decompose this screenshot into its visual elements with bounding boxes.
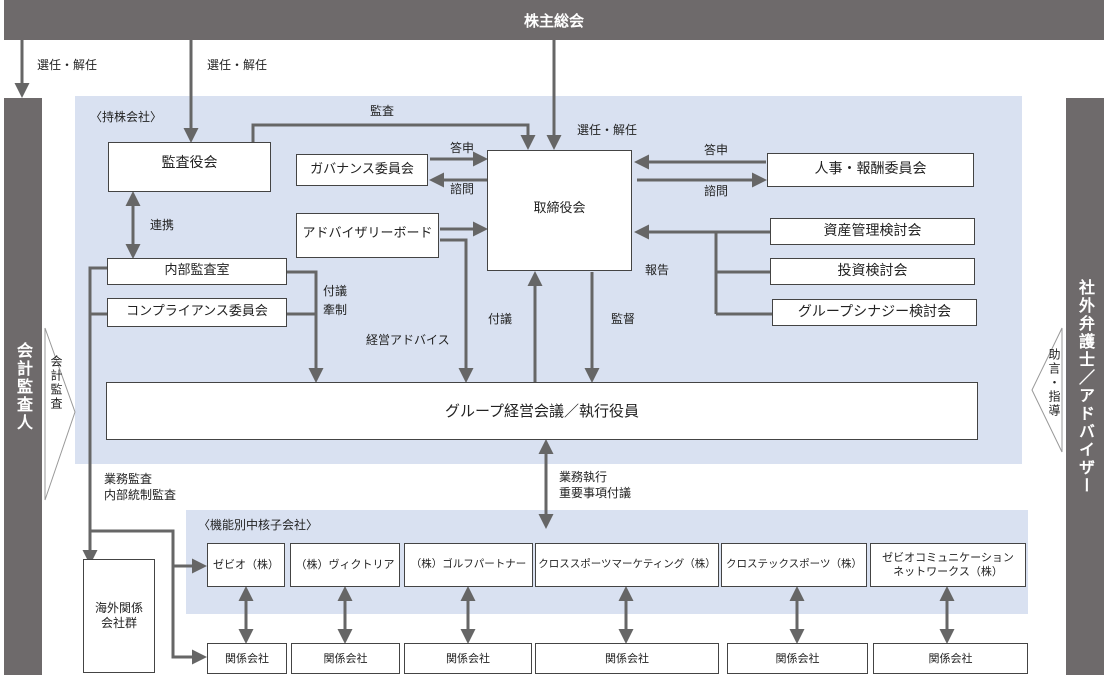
report-answer-label: 答申 xyxy=(450,141,475,155)
compliance-committee-box: コンプライアンス委員会 xyxy=(107,298,287,327)
group-management-box: グループ経営会議／執行役員 xyxy=(106,382,978,440)
submission-label: 付議 xyxy=(488,312,513,326)
affiliate-box: 関係会社 xyxy=(404,643,532,674)
board-of-directors-box: 取締役会 xyxy=(487,150,632,271)
elect-dismiss-label: 選任・解任 xyxy=(37,58,98,72)
governance-committee-box: ガバナンス委員会 xyxy=(296,154,428,186)
auditor-label: 会計監査人 xyxy=(14,341,33,432)
right-band: 社外弁護士／アドバイザー xyxy=(1066,98,1104,675)
lawyer-advisor-label: 社外弁護士／アドバイザー xyxy=(1076,278,1095,495)
affiliate-box: 関係会社 xyxy=(535,643,719,674)
consultation-label: 諮問 xyxy=(450,182,475,196)
overseas-affiliates-box: 海外関係 会社群 xyxy=(83,559,155,673)
consultation-label: 諮問 xyxy=(704,184,729,198)
investment-review-box: 投資検討会 xyxy=(770,258,975,285)
cooperation-label: 連携 xyxy=(150,218,175,232)
personnel-committee-box: 人事・報酬委員会 xyxy=(767,153,974,187)
left-band: 会計監査人 xyxy=(4,98,42,675)
holding-company-label: 〈持株会社〉 xyxy=(90,110,163,124)
elect-dismiss-label: 選任・解任 xyxy=(577,123,638,137)
core-subsidiaries-label: 〈機能別中核子会社〉 xyxy=(198,518,319,532)
asset-management-box: 資産管理検討会 xyxy=(770,218,975,245)
report-answer-label: 答申 xyxy=(704,143,729,157)
shareholders-meeting-label: 株主総会 xyxy=(523,11,584,30)
report-label: 報告 xyxy=(645,263,670,277)
group-synergy-box: グループシナジー検討会 xyxy=(772,299,977,326)
audit-board-box: 監査役会 xyxy=(108,142,271,192)
subsidiary-box: クロステックスポーツ（株） xyxy=(721,543,867,587)
subsidiary-box: （株）ゴルフパートナー xyxy=(404,543,533,587)
subsidiary-box: ゼビオコミュニケーション ネットワークス（株） xyxy=(870,543,1026,587)
internal-audit-box: 内部監査室 xyxy=(107,258,287,285)
supervision-label: 監督 xyxy=(611,312,636,326)
advice-guidance-label: 助言・指導 xyxy=(1047,348,1061,418)
top-band: 株主総会 xyxy=(4,0,1104,40)
subsidiary-box: （株）ヴィクトリア xyxy=(290,543,400,587)
affiliate-box: 関係会社 xyxy=(207,643,287,674)
business-audit-label: 業務監査 内部統制監査 xyxy=(104,472,177,502)
elect-dismiss-label: 選任・解任 xyxy=(207,58,268,72)
subsidiary-box: クロススポーツマーケティング（株） xyxy=(535,543,719,587)
accounting-audit-label: 会計監査 xyxy=(49,355,63,411)
business-execution-label: 業務執行 重要事項付議 xyxy=(559,470,632,500)
affiliate-box: 関係会社 xyxy=(873,643,1028,674)
affiliate-box: 関係会社 xyxy=(727,643,868,674)
management-advice-label: 経営アドバイス xyxy=(366,333,450,347)
affiliate-box: 関係会社 xyxy=(291,643,400,674)
audit-label: 監査 xyxy=(370,104,395,118)
subsidiary-box: ゼビオ（株） xyxy=(207,543,285,587)
advisory-board-box: アドバイザリーボード xyxy=(296,213,439,258)
submission-check-label: 付議 牽制 xyxy=(323,284,348,318)
